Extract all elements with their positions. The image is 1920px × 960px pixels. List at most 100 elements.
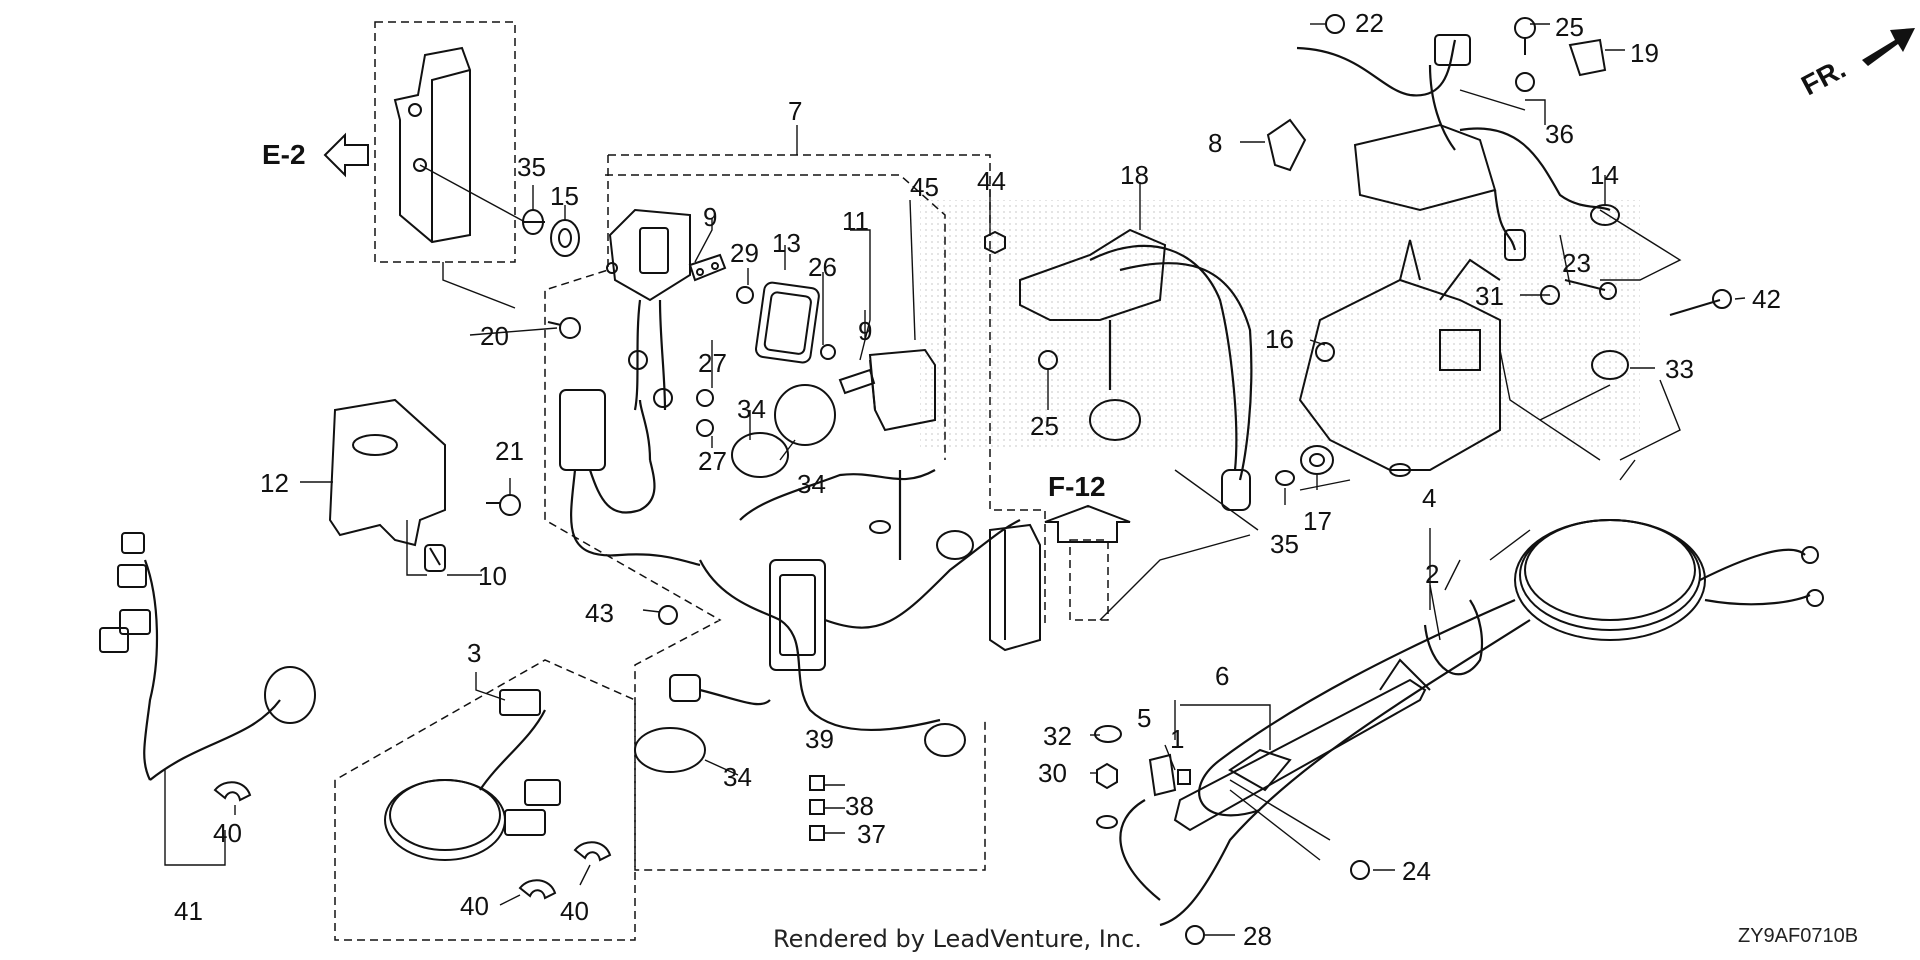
callout-9a: 9 [703, 202, 717, 232]
part-41-harness [99, 532, 316, 781]
part-8-clip [1266, 118, 1307, 172]
group-box-7-outline [608, 154, 1046, 625]
callout-42: 42 [1752, 284, 1781, 314]
callout-26: 26 [808, 252, 837, 282]
callout-30: 30 [1038, 758, 1067, 788]
callout-38: 38 [845, 791, 874, 821]
callout-2: 2 [1425, 559, 1439, 589]
part-33-clamp [1591, 350, 1629, 380]
part-27-bolt-b [696, 419, 714, 437]
arrow-left-icon [323, 132, 369, 178]
callout-19: 19 [1630, 38, 1659, 68]
ref-f12-label: F-12 [1048, 471, 1106, 502]
watermark-pattern [920, 200, 1640, 450]
group-box-f12 [1069, 539, 1109, 621]
harness-connector-a [559, 389, 701, 567]
callout-6: 6 [1215, 661, 1229, 691]
callout-8: 8 [1208, 128, 1222, 158]
bracket-12 [328, 398, 446, 547]
part-25-bolt-a [1038, 350, 1058, 370]
callout-5: 5 [1137, 703, 1151, 733]
front-arrow-icon [1862, 28, 1915, 66]
callout-31: 31 [1475, 281, 1504, 311]
part-42-bolt [1669, 289, 1732, 316]
callout-40c: 40 [560, 896, 589, 926]
front-indicator: FR. [1796, 28, 1915, 101]
callout-14: 14 [1590, 160, 1619, 190]
part-3-harness [384, 689, 561, 861]
callout-12: 12 [260, 468, 289, 498]
control-module [393, 46, 526, 244]
callout-44: 44 [977, 166, 1006, 196]
part-32-washer [1094, 725, 1122, 743]
callout-27a: 27 [698, 348, 727, 378]
callout-17: 17 [1303, 506, 1332, 536]
part-4-cable-coil [1159, 519, 1824, 927]
callout-25b: 25 [1555, 12, 1584, 42]
diagram-code: ZY9AF0710B [1738, 925, 1858, 947]
part-15-grommet [550, 219, 580, 257]
callout-11: 11 [842, 206, 869, 236]
part-35-collar [522, 209, 545, 235]
part-27-bolt-a [696, 389, 714, 407]
front-label: FR. [1796, 53, 1850, 102]
callout-25a: 25 [1030, 411, 1059, 441]
group-box-45 [605, 174, 946, 460]
part-30-nut [1096, 762, 1118, 790]
group-box-3 [334, 659, 636, 941]
part-40-clip-a [213, 781, 252, 802]
part-2-cable [1423, 599, 1484, 676]
callout-10: 10 [478, 561, 507, 591]
upper-harness [1296, 34, 1611, 261]
part-9-plate-a [688, 253, 727, 282]
callout-35a: 35 [517, 152, 546, 182]
callout-35b: 35 [1270, 529, 1299, 559]
part-1-nut [1177, 769, 1191, 785]
part-43-bolt [658, 605, 678, 625]
part-5-terminal [1096, 753, 1177, 901]
callout-32: 32 [1043, 721, 1072, 751]
part-25-bolt-b [1514, 17, 1536, 55]
part-11-fuse-box [868, 348, 936, 432]
callout-34b: 34 [797, 469, 826, 499]
part-22-bolt [1325, 14, 1345, 34]
part-20-bolt [547, 317, 581, 339]
sensor-block [606, 208, 691, 411]
callout-40a: 40 [213, 818, 242, 848]
callout-4: 4 [1422, 483, 1436, 513]
callout-34c: 34 [723, 762, 752, 792]
part-9-plate-b [838, 368, 876, 395]
part-34-clamp-c [634, 727, 706, 773]
part-40-clip-c [518, 879, 557, 900]
callout-34a: 34 [737, 394, 766, 424]
callout-15: 15 [550, 181, 579, 211]
callout-36: 36 [1545, 119, 1574, 149]
callout-21: 21 [495, 436, 524, 466]
callout-1: 1 [1170, 724, 1184, 754]
part-21-bolt [486, 494, 521, 516]
group-box-7-lower [544, 155, 986, 871]
callout-41: 41 [174, 896, 203, 926]
part-24-bolt [1350, 860, 1370, 880]
part-35-collar-b [1275, 470, 1295, 486]
callout-37: 37 [857, 819, 886, 849]
callout-27b: 27 [698, 446, 727, 476]
callout-3: 3 [467, 638, 481, 668]
callout-45: 45 [910, 172, 939, 202]
part-37-clip [809, 825, 825, 841]
part-18-coil [1019, 228, 1253, 511]
part-19-clip [1568, 38, 1607, 77]
callout-20: 20 [480, 321, 509, 351]
ref-f12[interactable]: F-12 [1044, 471, 1131, 543]
part-26-bolt [820, 344, 836, 360]
callout-13: 13 [772, 228, 801, 258]
callout-43: 43 [585, 598, 614, 628]
leader-lines [164, 23, 1746, 936]
part-10-clip [424, 544, 446, 572]
callout-16: 16 [1265, 324, 1294, 354]
ref-e2[interactable]: E-2 [262, 132, 369, 178]
part-44-nut [984, 230, 1006, 255]
callout-29: 29 [730, 238, 759, 268]
